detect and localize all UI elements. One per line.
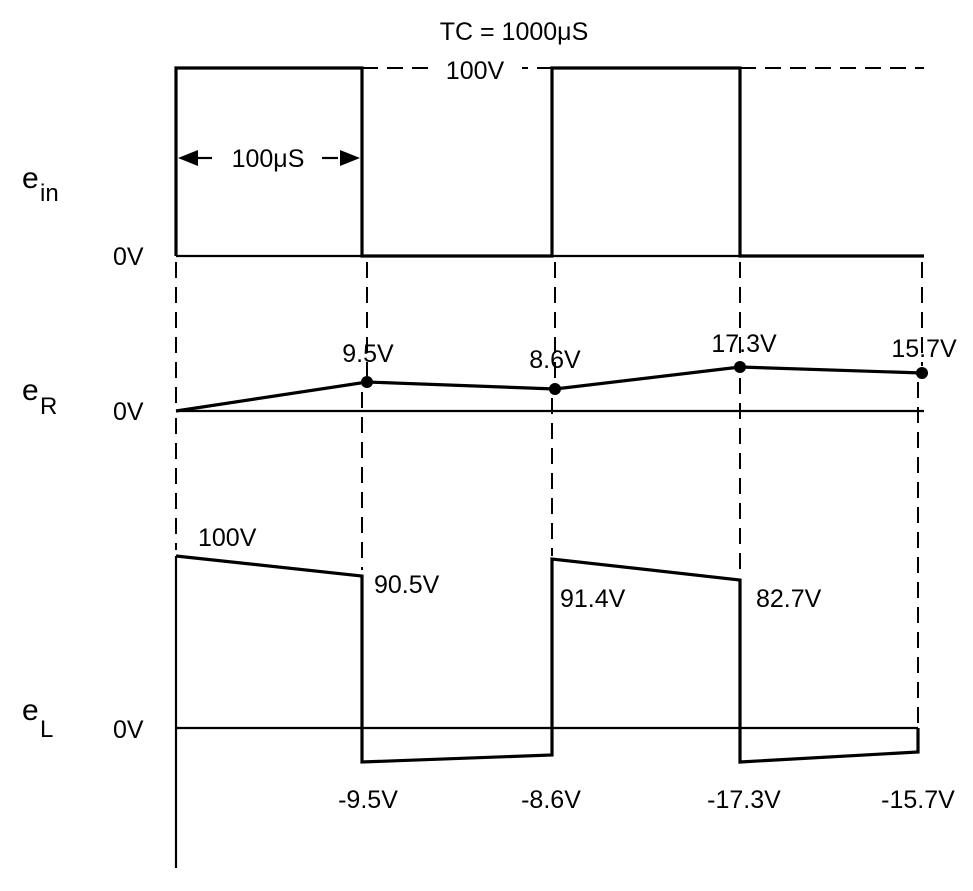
e-l-upper-label-4: 82.7V: [756, 585, 822, 613]
e-r-point-4: [916, 367, 928, 379]
e-r-point-label-4: 15.7V: [891, 335, 957, 363]
time-constant-title: TC = 1000μS: [440, 18, 589, 46]
e-l-lower-label-4: -15.7V: [881, 786, 955, 814]
e-r-symbol: e: [22, 374, 39, 407]
e-r-subscript: R: [40, 393, 57, 420]
e-r-point-label-1: 9.5V: [342, 340, 394, 368]
e-in-subscript: in: [40, 180, 59, 207]
e-l-subscript: L: [40, 716, 53, 743]
e-l-symbol: e: [22, 694, 39, 727]
e-in-symbol: e: [22, 162, 39, 195]
high-label-backdrop: [428, 55, 522, 81]
e-l-upper-label-2: 90.5V: [374, 571, 440, 599]
e-l-zero-label: 0V: [113, 716, 144, 744]
e-in-square-wave: [174, 66, 924, 258]
e-in-zero-label: 0V: [113, 243, 144, 271]
pulse-width-arrow-right-head: [340, 150, 360, 166]
e-in-high-label: 100V: [446, 57, 505, 85]
e-l-upper-label-1: 100V: [198, 524, 257, 552]
pulse-width-label: 100μS: [232, 145, 305, 173]
e-r-zero-label: 0V: [113, 398, 144, 426]
e-l-upper-label-3: 91.4V: [560, 585, 626, 613]
e-r-point-1: [361, 376, 373, 388]
e-r-point-3: [734, 361, 746, 373]
e-r-point-label-2: 8.6V: [529, 346, 581, 374]
e-r-point-2: [549, 383, 561, 395]
e-l-lower-label-2: -8.6V: [521, 786, 581, 814]
e-l-waveform: [175, 554, 920, 764]
e-l-lower-label-1: -9.5V: [338, 786, 398, 814]
e-r-point-label-3: 17.3V: [711, 330, 777, 358]
pulse-width-arrow-left-head: [178, 150, 198, 166]
e-l-lower-label-3: -17.3V: [707, 786, 781, 814]
